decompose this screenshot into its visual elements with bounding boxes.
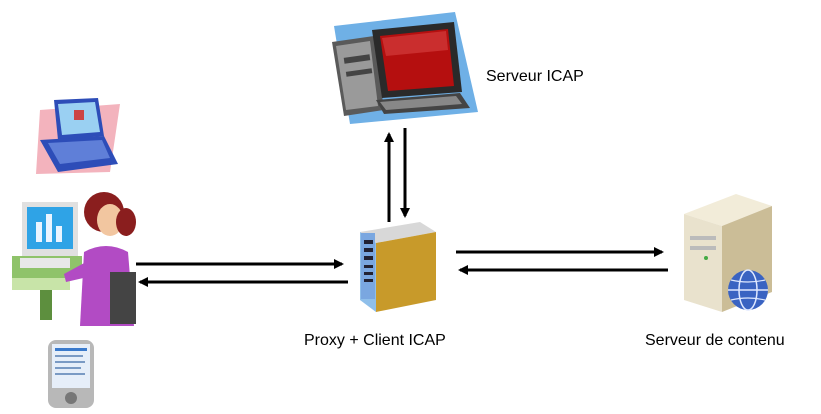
server-tower-icon xyxy=(360,222,436,312)
desktop-computer-icon xyxy=(332,12,478,124)
pda-handheld-icon xyxy=(48,340,94,408)
laptop-icon xyxy=(36,98,120,174)
woman-at-computer-icon xyxy=(12,192,136,326)
web-server-globe-icon xyxy=(684,194,772,312)
icap-server-label: Serveur ICAP xyxy=(486,68,584,85)
content-server-label: Serveur de contenu xyxy=(645,332,785,349)
proxy-client-label: Proxy + Client ICAP xyxy=(304,332,446,349)
